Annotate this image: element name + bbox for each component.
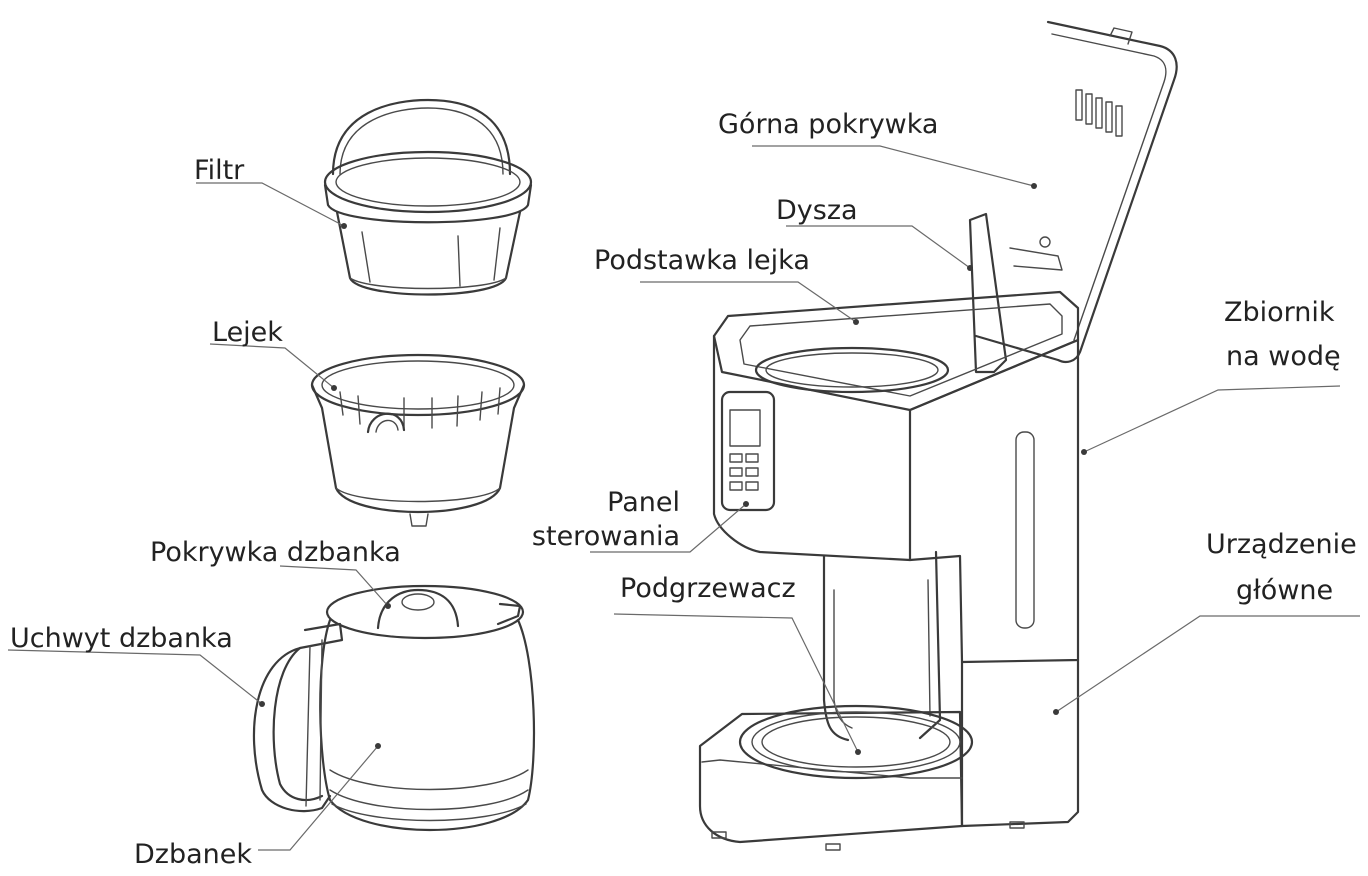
- label-dysza: Dysza: [776, 195, 858, 226]
- label-urzadzenie-line1: Urządzenie: [1206, 529, 1357, 560]
- label-panel-line2: sterowania: [531, 521, 680, 552]
- label-filtr: Filtr: [194, 155, 245, 186]
- label-lejek: Lejek: [212, 317, 283, 348]
- label-zbiornik-line1: Zbiornik: [1224, 297, 1335, 328]
- label-gorna-pokrywka: Górna pokrywka: [718, 109, 939, 140]
- label-panel-line1: Panel: [607, 487, 680, 518]
- label-zbiornik-line2: na wodę: [1226, 341, 1341, 372]
- carafe: [252, 584, 536, 832]
- label-podstawka-lejka: Podstawka lejka: [594, 245, 810, 276]
- label-podgrzewacz: Podgrzewacz: [620, 573, 796, 604]
- coffee-maker-unit: [698, 20, 1178, 851]
- funnel: [310, 353, 526, 527]
- label-uchwyt-dzbanka: Uchwyt dzbanka: [10, 623, 233, 654]
- label-urzadzenie-line2: główne: [1236, 575, 1334, 606]
- label-dzbanek: Dzbanek: [134, 839, 253, 870]
- filter-basket: [323, 98, 533, 296]
- leader-lines: [7, 145, 1360, 851]
- label-pokrywka-dzbanka: Pokrywka dzbanka: [150, 537, 401, 568]
